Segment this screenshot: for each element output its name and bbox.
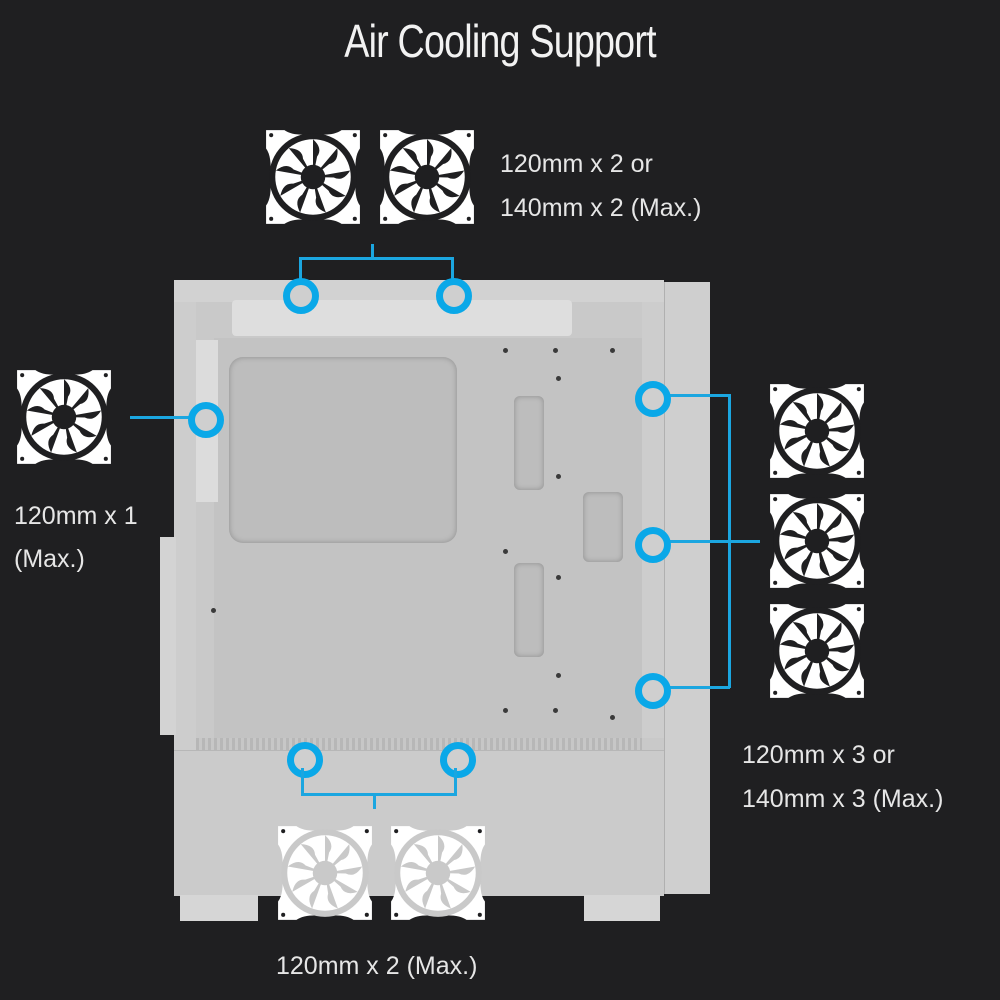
front-fans-label-line1: 120mm x 3 or	[742, 741, 895, 769]
bottom-mesh	[196, 738, 642, 750]
screw-hole	[553, 348, 558, 353]
top-fans-label-line2: 140mm x 2 (Max.)	[500, 194, 702, 222]
connector-line	[373, 795, 376, 809]
screw-hole	[211, 608, 216, 613]
screw-hole	[610, 348, 615, 353]
screw-hole	[553, 708, 558, 713]
mount-point-marker	[440, 742, 476, 778]
mount-point-marker	[283, 278, 319, 314]
screw-hole	[610, 715, 615, 720]
connector-line	[301, 793, 457, 796]
connector-line	[299, 257, 302, 285]
connector-line	[660, 394, 730, 397]
connector-line	[371, 244, 374, 259]
screw-hole	[556, 376, 561, 381]
fan-icon	[766, 600, 868, 702]
connector-line	[130, 416, 195, 419]
fan-icon	[262, 126, 364, 228]
case-foot-right	[584, 895, 660, 921]
cable-cutout-2	[514, 563, 544, 657]
connector-line	[660, 686, 730, 689]
screw-hole	[503, 708, 508, 713]
fan-icon	[387, 822, 489, 924]
cpu-cutout	[229, 357, 457, 543]
rear-fan-label-line1: 120mm x 1	[14, 502, 138, 530]
connector-line	[660, 540, 760, 543]
mount-point-marker	[635, 673, 671, 709]
screw-hole	[556, 474, 561, 479]
fan-icon	[376, 126, 478, 228]
screw-hole	[503, 549, 508, 554]
mount-point-marker	[188, 402, 224, 438]
cable-cutout-1	[514, 396, 544, 490]
fan-icon	[274, 822, 376, 924]
cable-cutout-3	[583, 492, 623, 562]
fan-icon	[766, 380, 868, 482]
page-title: Air Cooling Support	[344, 15, 656, 67]
mount-point-marker	[287, 742, 323, 778]
top-installed-fans	[232, 300, 572, 336]
rear-fan-label-line2: (Max.)	[14, 545, 85, 573]
connector-line	[454, 768, 457, 796]
connector-line	[301, 768, 304, 796]
pci-slot-covers	[160, 537, 176, 735]
mount-point-marker	[436, 278, 472, 314]
mount-point-marker	[635, 527, 671, 563]
mount-point-marker	[635, 381, 671, 417]
case-rear-pillar	[174, 302, 196, 750]
connector-line	[451, 257, 454, 285]
case-front-panel	[664, 282, 710, 894]
screw-hole	[556, 575, 561, 580]
front-fans-label-line2: 140mm x 3 (Max.)	[742, 785, 944, 813]
fan-icon	[766, 490, 868, 592]
fan-icon	[13, 366, 115, 468]
case-foot-left	[180, 895, 258, 921]
connector-line	[299, 257, 454, 260]
case-top-rail	[174, 280, 664, 302]
screw-hole	[556, 673, 561, 678]
top-fans-label-line1: 120mm x 2 or	[500, 150, 653, 178]
screw-hole	[503, 348, 508, 353]
bottom-fans-label: 120mm x 2 (Max.)	[276, 952, 478, 980]
